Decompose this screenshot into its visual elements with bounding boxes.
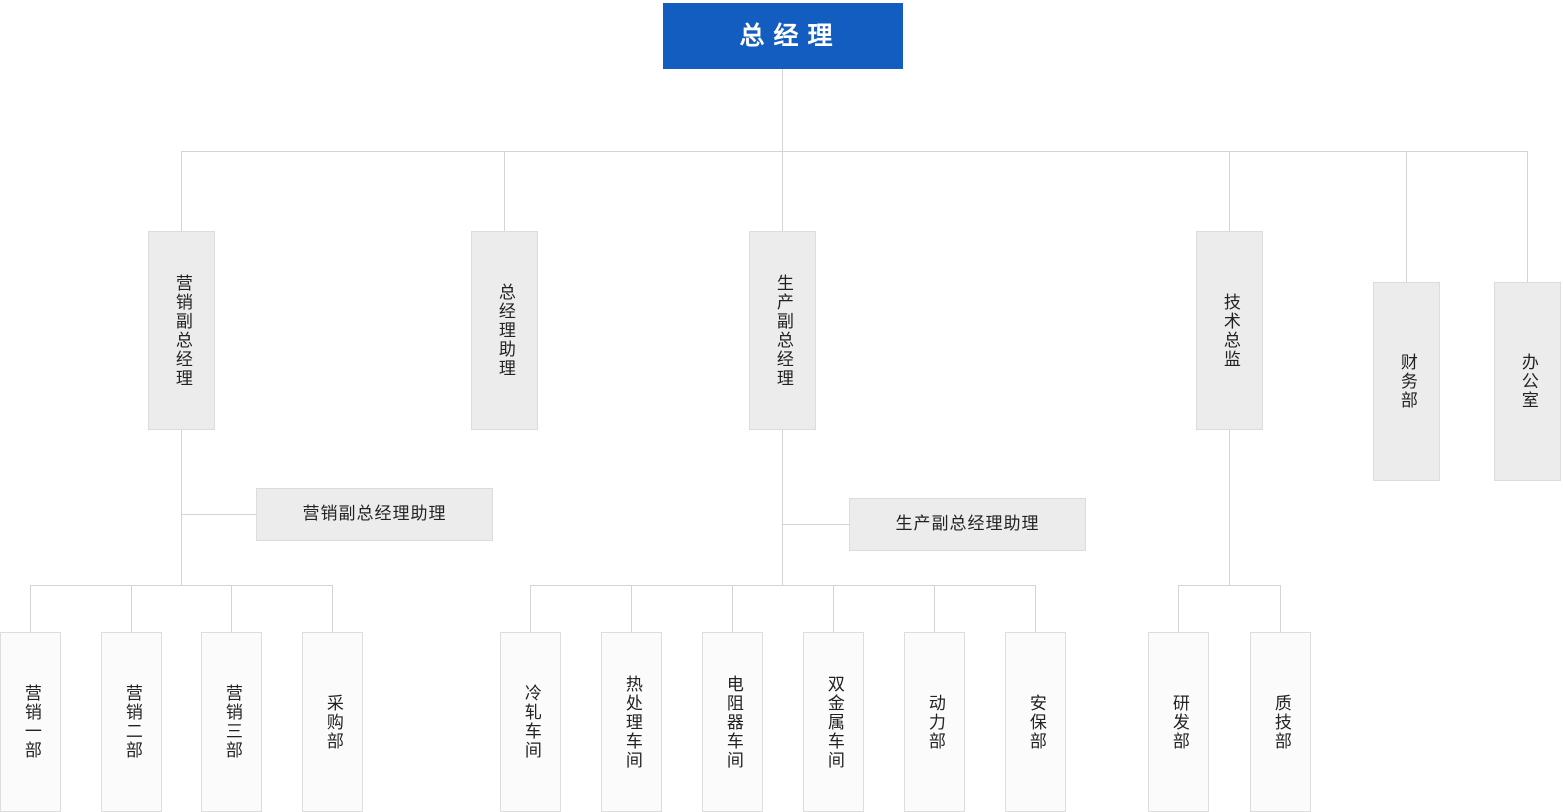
node-label: 生产副总经理: [773, 273, 793, 388]
connector-main-bus: [181, 151, 1528, 152]
connector-marketing-assistant-stub: [181, 514, 256, 515]
node-label: 办公室: [1518, 353, 1538, 410]
node-cold-rolling-workshop[interactable]: 冷轧车间: [500, 632, 561, 812]
connector-production-child-5: [934, 585, 935, 632]
connector-production-child-2: [631, 585, 632, 632]
connector-production-bus: [530, 585, 1035, 586]
node-label: 电阻器车间: [723, 674, 743, 770]
connector-marketing-stem: [181, 430, 182, 586]
connector-drop-marketing-vp: [181, 151, 182, 231]
node-tech-director[interactable]: 技术总监: [1196, 231, 1263, 430]
connector-production-stem: [782, 430, 783, 586]
connector-tech-bus: [1178, 585, 1280, 586]
node-label: 热处理车间: [622, 674, 642, 770]
node-label: 研发部: [1169, 693, 1189, 751]
connector-marketing-child-3: [231, 585, 232, 632]
node-marketing-dept-2[interactable]: 营销二部: [101, 632, 162, 812]
node-root-general-manager[interactable]: 总 经 理: [663, 3, 903, 69]
node-label: 营销二部: [122, 684, 142, 760]
node-label: 营销副总经理助理: [302, 504, 447, 524]
connector-tech-stem: [1229, 430, 1230, 586]
node-power-dept[interactable]: 动力部: [904, 632, 965, 812]
node-label: 双金属车间: [824, 674, 844, 770]
connector-production-child-4: [833, 585, 834, 632]
connector-production-child-1: [530, 585, 531, 632]
node-label: 总 经 理: [739, 22, 834, 50]
connector-drop-office: [1527, 151, 1528, 282]
node-label: 质技部: [1271, 693, 1291, 751]
node-heat-treatment-workshop[interactable]: 热处理车间: [601, 632, 662, 812]
node-label: 营销一部: [21, 684, 41, 760]
connector-root-stem: [782, 69, 783, 151]
connector-drop-finance: [1406, 151, 1407, 282]
node-gm-assistant[interactable]: 总经理助理: [471, 231, 538, 430]
connector-production-child-3: [732, 585, 733, 632]
node-label: 生产副总经理助理: [895, 514, 1040, 534]
connector-production-assistant-stub: [782, 524, 849, 525]
node-label: 采购部: [323, 693, 343, 751]
node-security-dept[interactable]: 安保部: [1005, 632, 1066, 812]
node-marketing-dept-1[interactable]: 营销一部: [0, 632, 61, 812]
connector-marketing-child-2: [131, 585, 132, 632]
connector-tech-child-1: [1178, 585, 1179, 632]
node-marketing-vp-assistant[interactable]: 营销副总经理助理: [256, 488, 493, 541]
node-label: 冷轧车间: [521, 684, 541, 760]
node-bimetal-workshop[interactable]: 双金属车间: [803, 632, 864, 812]
node-finance-dept[interactable]: 财务部: [1373, 282, 1440, 481]
connector-drop-gm-assistant: [504, 151, 505, 231]
node-label: 财务部: [1397, 353, 1417, 410]
node-resistor-workshop[interactable]: 电阻器车间: [702, 632, 763, 812]
node-label: 技术总监: [1220, 292, 1240, 369]
node-marketing-vp[interactable]: 营销副总经理: [148, 231, 215, 430]
node-marketing-dept-3[interactable]: 营销三部: [201, 632, 262, 812]
node-label: 营销副总经理: [172, 273, 192, 388]
node-production-vp[interactable]: 生产副总经理: [749, 231, 816, 430]
node-label: 安保部: [1026, 693, 1046, 751]
node-label: 动力部: [925, 693, 945, 751]
node-office-dept[interactable]: 办公室: [1494, 282, 1561, 481]
connector-tech-child-2: [1280, 585, 1281, 632]
node-label: 总经理助理: [495, 283, 515, 378]
connector-marketing-child-4: [332, 585, 333, 632]
node-quality-tech-dept[interactable]: 质技部: [1250, 632, 1311, 812]
connector-marketing-child-1: [30, 585, 31, 632]
node-production-vp-assistant[interactable]: 生产副总经理助理: [849, 498, 1086, 551]
node-purchasing-dept[interactable]: 采购部: [302, 632, 363, 812]
connector-drop-production-vp: [782, 151, 783, 231]
connector-drop-tech-director: [1229, 151, 1230, 231]
connector-marketing-bus: [30, 585, 332, 586]
node-rnd-dept[interactable]: 研发部: [1148, 632, 1209, 812]
node-label: 营销三部: [222, 684, 242, 760]
connector-production-child-6: [1035, 585, 1036, 632]
